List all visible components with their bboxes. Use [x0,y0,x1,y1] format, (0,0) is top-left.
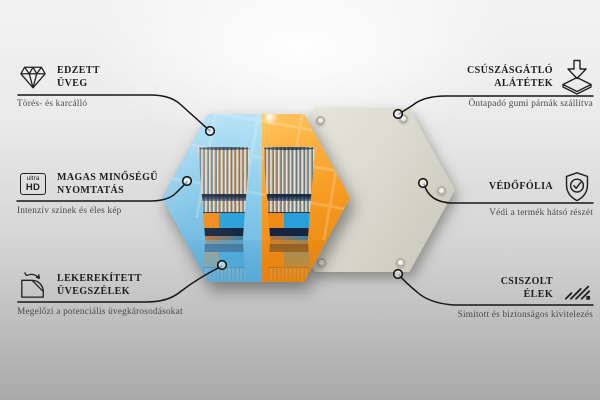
leader-dot [417,177,429,189]
feature-head: CSÚSZÁSGÁTLÓ ALÁTÉTEK [377,59,593,95]
diamond-icon [17,61,49,93]
feature-anti-slip-pads: CSÚSZÁSGÁTLÓ ALÁTÉTEK Öntapadó gumi párn… [377,59,593,109]
ultra-hd-small-text: ultra [26,175,40,182]
shield-check-icon [561,170,593,202]
leader-line [398,95,594,115]
feature-title-line: NYOMTATÁS [57,185,125,196]
feature-title-line: VÉDŐFÓLIA [488,180,553,192]
feature-title: LEKEREKÍTETT ÜVEGSZÉLEK [57,272,142,298]
feature-title: EDZETT ÜVEG [57,64,100,90]
glass-dark-band [201,228,247,236]
ultra-hd-box: ultra HD [20,173,46,195]
glass-foot-band [202,236,246,240]
feature-subtitle: Törés- és karcálló [17,99,88,109]
feature-head: CSISZOLT ÉLEK [377,272,593,304]
feature-title-line: ALÁTÉTEK [494,78,553,89]
printed-glass-right [263,147,315,240]
printed-glass-left [198,147,250,240]
feature-protective-film: VÉDŐFÓLIA Védi a termék hátsó részét [377,170,593,218]
leader-line [16,181,188,202]
feature-title: CSISZOLT ÉLEK [377,275,553,301]
sparkle-highlight [262,114,278,125]
feature-title: MAGAS MINŐSÉGŰ NYOMTATÁS [57,171,158,197]
feature-title: CSÚSZÁSGÁTLÓ ALÁTÉTEK [377,64,553,90]
leader-line [398,274,594,306]
feature-subtitle: Intenzív színek és éles kép [17,206,122,216]
leader-dot [204,125,216,137]
glass-color-band [200,213,248,228]
feature-title-line: CSISZOLT [500,276,553,287]
leader-dot [392,268,404,280]
polished-edges-icon [561,272,593,304]
anti-slip-pad [317,258,326,267]
arrow-pad-icon [561,59,593,95]
glass-sheen [162,114,350,282]
anti-slip-pad [396,258,405,267]
product-front-panel-wrap [162,114,350,282]
feature-title: VÉDŐFÓLIA [377,180,553,193]
glass-waterline [198,194,250,201]
feature-title-line: EDZETT [57,65,100,76]
glass-waterline [263,194,315,201]
ultra-hd-big-text: HD [25,181,41,193]
ultra-hd-icon: ultra HD [17,168,49,200]
feature-head: VÉDŐFÓLIA [377,170,593,202]
leader-dot [392,108,404,120]
anti-slip-pad [316,116,325,125]
glass-dark-band [266,228,312,236]
rounded-corner-icon [17,269,49,301]
glass-foot-band [267,236,311,240]
feature-rounded-edges: LEKEREKÍTETT ÜVEGSZÉLEK Megelőzi a poten… [17,269,233,317]
feature-polished-edges: CSISZOLT ÉLEK Simított és biztonságos ki… [377,272,593,320]
feature-title-line: MAGAS MINŐSÉGŰ [57,172,158,183]
feature-subtitle: Védi a termék hátsó részét [489,208,593,218]
leader-line [17,94,211,132]
feature-high-quality-print: ultra HD MAGAS MINŐSÉGŰ NYOMTATÁS Intenz… [17,168,233,216]
anti-slip-pad [437,186,446,195]
feature-title-line: CSÚSZÁSGÁTLÓ [467,65,553,76]
glass-color-band [265,213,313,228]
feature-title-line: LEKEREKÍTETT [57,273,142,284]
glass-rim [199,147,249,150]
feature-title-line: ÉLEK [523,289,553,300]
glass-rim [264,147,314,150]
leader-dot [181,175,193,187]
feature-head: ultra HD MAGAS MINŐSÉGŰ NYOMTATÁS [17,168,233,200]
feature-head: EDZETT ÜVEG [17,61,233,93]
leader-line [17,265,223,303]
leader-dot [216,259,228,271]
feature-title-line: ÜVEG [57,78,88,89]
printed-glasses [162,114,350,282]
feature-tempered-glass: EDZETT ÜVEG Törés- és karcálló [17,61,233,109]
feature-title-line: ÜVEGSZÉLEK [57,286,130,297]
feature-subtitle: Simított és biztonságos kivitelezés [457,310,593,320]
feature-head: LEKEREKÍTETT ÜVEGSZÉLEK [17,269,233,301]
feature-subtitle: Öntapadó gumi párnák szállítva [468,99,593,109]
feature-subtitle: Megelőzi a potenciális üvegkárosodásokat [17,307,183,317]
